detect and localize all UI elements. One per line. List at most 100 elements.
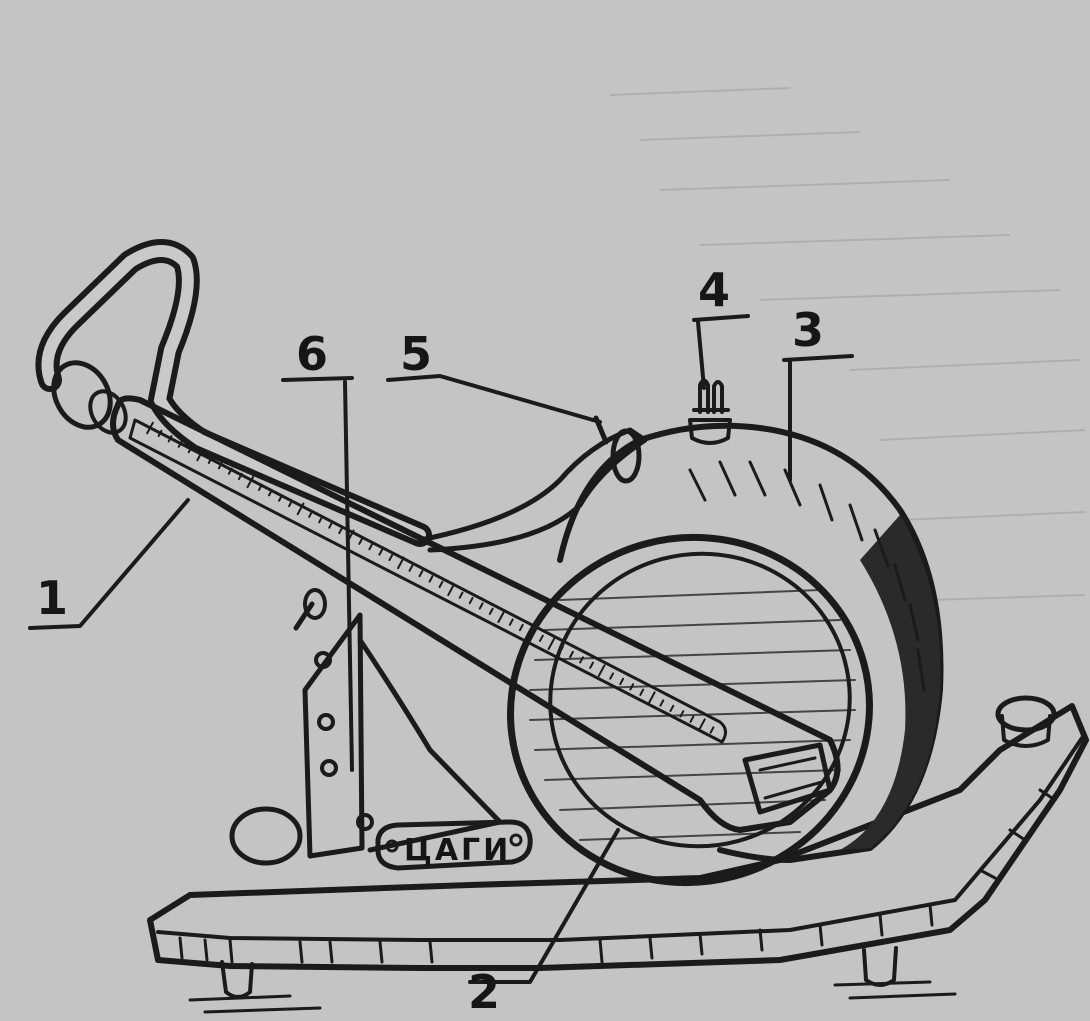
nameplate-rivet-left	[385, 839, 399, 853]
drum-casing	[557, 422, 944, 863]
disc-outer	[507, 533, 873, 887]
base-foot-right	[862, 946, 898, 987]
callout-label-2: 2	[468, 965, 500, 1019]
tube-scale-tick	[528, 629, 534, 637]
leader-5	[386, 374, 602, 424]
tube-scale-tick	[538, 634, 544, 642]
tube-scale-tick	[338, 526, 344, 535]
tube-scale-tick	[177, 440, 183, 448]
tube-scale-tick	[246, 475, 255, 489]
tube-scale-tick	[368, 543, 374, 551]
base-plate-outline	[147, 703, 1089, 971]
valve	[688, 378, 732, 445]
tube-scale-tick	[397, 556, 405, 570]
drum-shading	[688, 460, 926, 692]
tube-scale-tick	[257, 483, 263, 491]
tube-end-fitting	[742, 742, 833, 815]
tube-scale-tick	[428, 575, 434, 583]
tube-scale-tick	[318, 516, 324, 524]
base-knob-left	[229, 806, 303, 866]
callout-label-6: 6	[296, 327, 328, 381]
tube-scale-tick	[679, 710, 685, 718]
callout-label-1: 1	[36, 571, 68, 625]
tube-scale-tick	[418, 569, 424, 578]
nameplate: ЦАГИ	[375, 819, 533, 871]
tube-scale-tick	[629, 683, 635, 691]
tube-scale-tick	[518, 623, 524, 632]
tube-scale-tick	[268, 489, 273, 497]
tube-scale-tick	[497, 610, 506, 624]
bracket-holes	[314, 651, 374, 831]
tube-scale-tick	[597, 664, 606, 677]
base-plate	[147, 695, 1089, 1014]
levelling-screw	[995, 695, 1057, 748]
disc-hatching	[529, 589, 856, 841]
tube-scale-tick	[447, 583, 455, 597]
callout-label-4: 4	[698, 263, 730, 317]
pivot-screw	[293, 588, 327, 631]
callout-label-3: 3	[792, 303, 824, 357]
tube-inner	[128, 418, 727, 744]
tube-scale-tick	[288, 499, 293, 508]
callout-leaders	[28, 314, 854, 984]
tube-scale-tick	[669, 704, 675, 713]
leader-4	[692, 314, 750, 390]
tube-scale-tick	[569, 650, 574, 659]
callout-labels: 1 2 3 4 5 6	[36, 263, 824, 1019]
tube-scale-tick	[408, 564, 414, 572]
tube-scale-tick	[378, 548, 384, 556]
tube-scale-tick	[217, 462, 223, 470]
floor-lines	[188, 980, 957, 1014]
tube-scale-tick	[308, 510, 313, 518]
disc-inner-rim	[548, 551, 852, 849]
tube-scale-tick	[196, 448, 205, 462]
knurled-nut	[51, 360, 128, 435]
tube-scale-tick	[609, 672, 615, 680]
tube-scale-tick	[237, 472, 243, 481]
tube-scale-tick	[559, 645, 564, 653]
nameplate-outline	[375, 819, 533, 871]
tube-scale-tick	[458, 591, 464, 599]
tube-scale-tick	[547, 637, 556, 650]
leader-3	[782, 354, 854, 482]
support-arm-outline	[417, 427, 648, 553]
support-arm	[417, 415, 648, 553]
tube-scale-tick	[328, 521, 334, 529]
tube-scale-tick	[639, 688, 645, 696]
leader-1	[28, 498, 190, 630]
tube-body	[110, 395, 841, 833]
tube-scale-tick	[296, 502, 305, 516]
tube-scale-tick	[619, 677, 625, 686]
bracket-gusset	[357, 637, 503, 853]
base-edge-hatching	[178, 788, 1057, 964]
base-plate-edge	[156, 736, 1084, 942]
bracket	[293, 588, 503, 859]
tube-scale-tick	[187, 445, 193, 454]
tube-scale-tick	[647, 691, 656, 704]
callout-label-5: 5	[400, 327, 432, 381]
tube-scale-tick	[579, 656, 584, 664]
nameplate-text: ЦАГИ	[404, 833, 511, 868]
tube-scale-tick	[698, 718, 706, 731]
tube-scale-tick	[207, 456, 213, 464]
nameplate-rivet-right	[509, 833, 523, 847]
tube-scale-tick	[468, 596, 474, 605]
tube-scale-tick	[227, 467, 233, 475]
tube-scale-tick	[278, 494, 283, 502]
tube-scale-tick	[157, 429, 163, 438]
leader-2	[468, 828, 620, 984]
tube-scale-tick	[709, 726, 715, 734]
paper-texture	[609, 87, 1086, 601]
disc	[507, 533, 873, 887]
tube-scale-tick	[478, 602, 484, 610]
drum-rim-shadow	[840, 515, 941, 850]
bracket-plate	[302, 612, 365, 859]
tube-scale-tick	[689, 715, 695, 723]
valve-body	[688, 418, 732, 445]
tube-scale-tick	[589, 661, 594, 669]
tube-scale-tick	[167, 435, 173, 443]
tube-scale-tick	[388, 553, 394, 562]
tube-scale-tick	[438, 580, 444, 589]
